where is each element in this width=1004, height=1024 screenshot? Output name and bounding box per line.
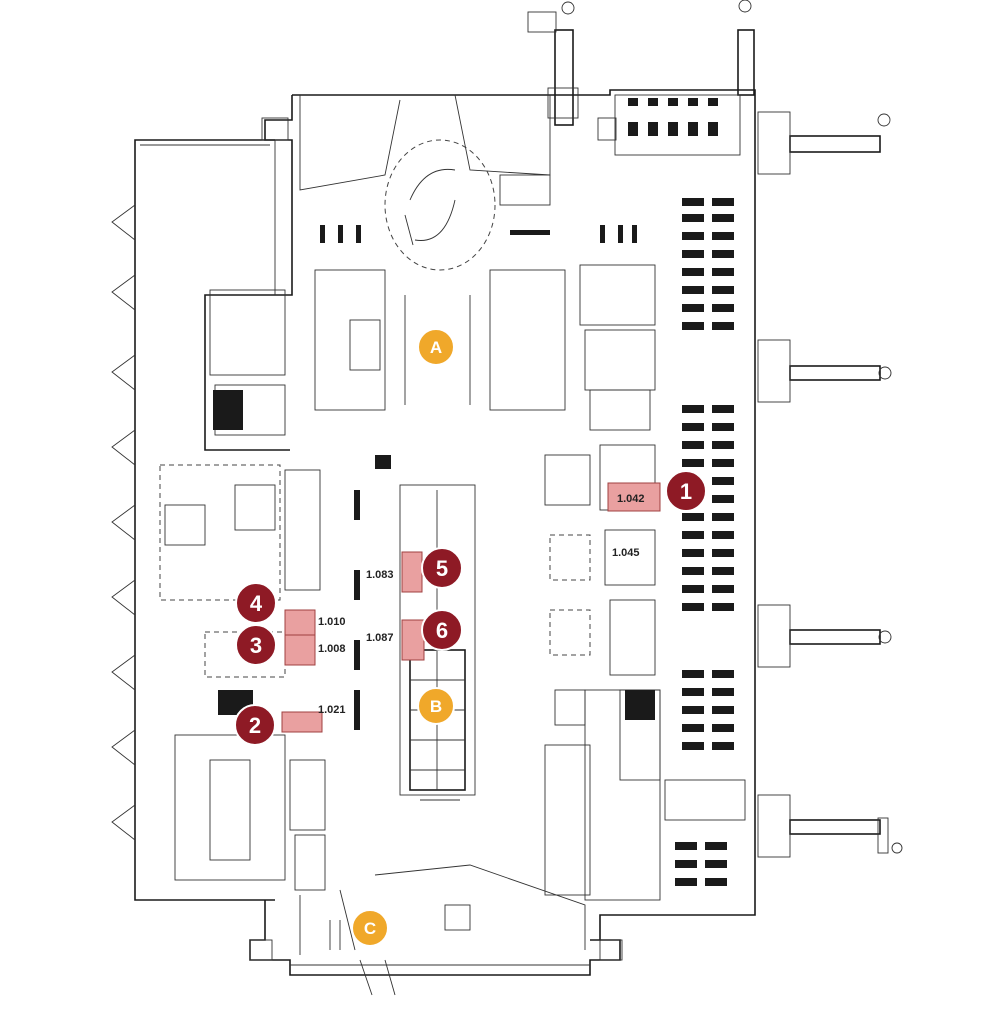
room-label-1083: 1.083 [366, 569, 394, 581]
svg-text:C: C [364, 919, 376, 938]
room-1010-highlight [284, 609, 316, 636]
svg-text:6: 6 [436, 618, 448, 643]
zone-markers: A B C [351, 328, 455, 947]
room-label-1010: 1.010 [318, 616, 346, 628]
svg-text:A: A [430, 338, 442, 357]
zone-marker-b[interactable]: B [417, 687, 455, 725]
svg-text:1: 1 [680, 479, 692, 504]
room-1087-highlight [401, 619, 425, 661]
room-label-1087: 1.087 [366, 632, 394, 644]
svg-text:3: 3 [250, 633, 262, 658]
top-food-court [299, 94, 741, 271]
room-marker-5[interactable]: 5 [421, 547, 463, 589]
room-marker-2[interactable]: 2 [234, 704, 276, 746]
room-label-1008: 1.008 [318, 643, 346, 655]
room-1083-highlight [401, 551, 423, 593]
highlighted-rooms [281, 482, 661, 733]
room-1021-highlight [281, 711, 323, 733]
svg-text:2: 2 [249, 713, 261, 738]
room-label-1042: 1.042 [617, 493, 645, 505]
room-marker-1[interactable]: 1 [665, 470, 707, 512]
room-marker-4[interactable]: 4 [235, 582, 277, 624]
zone-marker-a[interactable]: A [417, 328, 455, 366]
svg-text:4: 4 [250, 591, 263, 616]
room-1008-highlight [284, 634, 316, 666]
jet-bridges [249, 0, 903, 961]
svg-text:5: 5 [436, 556, 448, 581]
seating-blocks [213, 98, 734, 886]
room-marker-6[interactable]: 6 [421, 609, 463, 651]
zone-marker-c[interactable]: C [351, 909, 389, 947]
svg-text:B: B [430, 697, 442, 716]
building-outline [111, 89, 756, 996]
room-marker-3[interactable]: 3 [235, 624, 277, 666]
room-label-1045: 1.045 [612, 547, 640, 559]
room-label-1021: 1.021 [318, 704, 346, 716]
room-markers: 1 2 3 4 5 6 [234, 470, 707, 746]
room-number-labels: 1.042 1.045 1.083 1.087 1.010 1.008 1.02… [318, 493, 645, 716]
room-1042-highlight [607, 482, 661, 512]
